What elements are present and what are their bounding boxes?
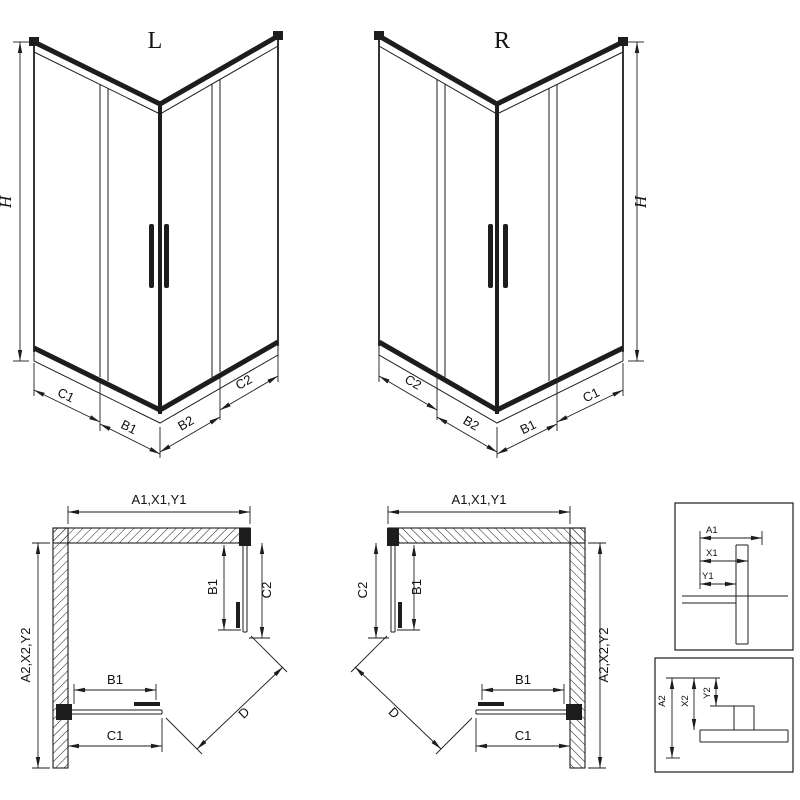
- plan-left-dim-depth: A2,X2,Y2: [18, 628, 33, 683]
- enclosure-plan-linework: [351, 506, 606, 768]
- plan-right-dim-c2: C2: [355, 582, 370, 599]
- plan-left-dim-c2: C2: [259, 582, 274, 599]
- detail-top-dim-y1: Y1: [702, 571, 714, 582]
- iso-left-dim-c1: C1: [55, 385, 77, 406]
- plan-right-dim-b1-bottom: B1: [515, 672, 531, 687]
- plan-right-dim-b1-side: B1: [409, 579, 424, 595]
- plan-left-dim-b1-bottom: B1: [107, 672, 123, 687]
- iso-right-dim-c2: C2: [402, 371, 424, 392]
- detail-bottom-profile: A2 X2 Y2: [654, 657, 794, 773]
- iso-right-dim-b2: B2: [461, 413, 482, 434]
- plan-left-dim-b1-side: B1: [205, 579, 220, 595]
- iso-view-right: R H C2 B2 B1 C1: [374, 28, 650, 458]
- iso-left-dim-c2: C2: [233, 371, 255, 392]
- iso-left-dim-b2: B2: [175, 413, 196, 434]
- detail-top-profile: A1 X1 Y1: [674, 502, 794, 651]
- iso-right-dim-c1: C1: [580, 385, 602, 406]
- plan-view-right: A1,X1,Y1 A2,X2,Y2 B1 C2 B1 C1 D: [351, 492, 611, 768]
- enclosure-plan-linework: [32, 506, 287, 768]
- detail-bottom-dim-x2: X2: [680, 695, 691, 707]
- plan-view-left: A1,X1,Y1 A2,X2,Y2 B1 C2 B1 C1 D: [18, 492, 287, 768]
- detail-top-dim-x1: X1: [706, 548, 718, 559]
- plan-right-dim-depth: A2,X2,Y2: [596, 628, 611, 683]
- iso-right-title: R: [494, 28, 510, 54]
- plan-right-dim-d: D: [386, 704, 403, 721]
- plan-left-dim-d: D: [235, 704, 252, 721]
- plan-left-dim-width: A1,X1,Y1: [132, 492, 187, 507]
- detail-box: [654, 657, 794, 773]
- enclosure-isometric-linework: [374, 31, 644, 458]
- detail-top-linework: [682, 531, 788, 645]
- plan-right-dim-c1: C1: [515, 728, 532, 743]
- enclosure-isometric-linework: [13, 31, 283, 458]
- iso-view-left: L H C1 B1 B2 C2: [0, 28, 283, 458]
- plan-right-dim-width: A1,X1,Y1: [452, 492, 507, 507]
- detail-bottom-dim-y2: Y2: [702, 687, 713, 699]
- iso-right-dim-b1: B1: [518, 417, 539, 437]
- iso-left-dim-b1: B1: [119, 417, 140, 437]
- detail-top-dim-a1: A1: [706, 525, 718, 536]
- iso-left-height-label: H: [0, 194, 15, 209]
- iso-left-title: L: [148, 28, 163, 54]
- detail-box: [674, 502, 794, 651]
- detail-bottom-linework: [666, 677, 789, 759]
- profile-block: [733, 705, 755, 731]
- iso-right-height-label: H: [631, 194, 650, 209]
- detail-bottom-dim-a2: A2: [657, 695, 668, 707]
- plan-left-dim-c1: C1: [107, 728, 124, 743]
